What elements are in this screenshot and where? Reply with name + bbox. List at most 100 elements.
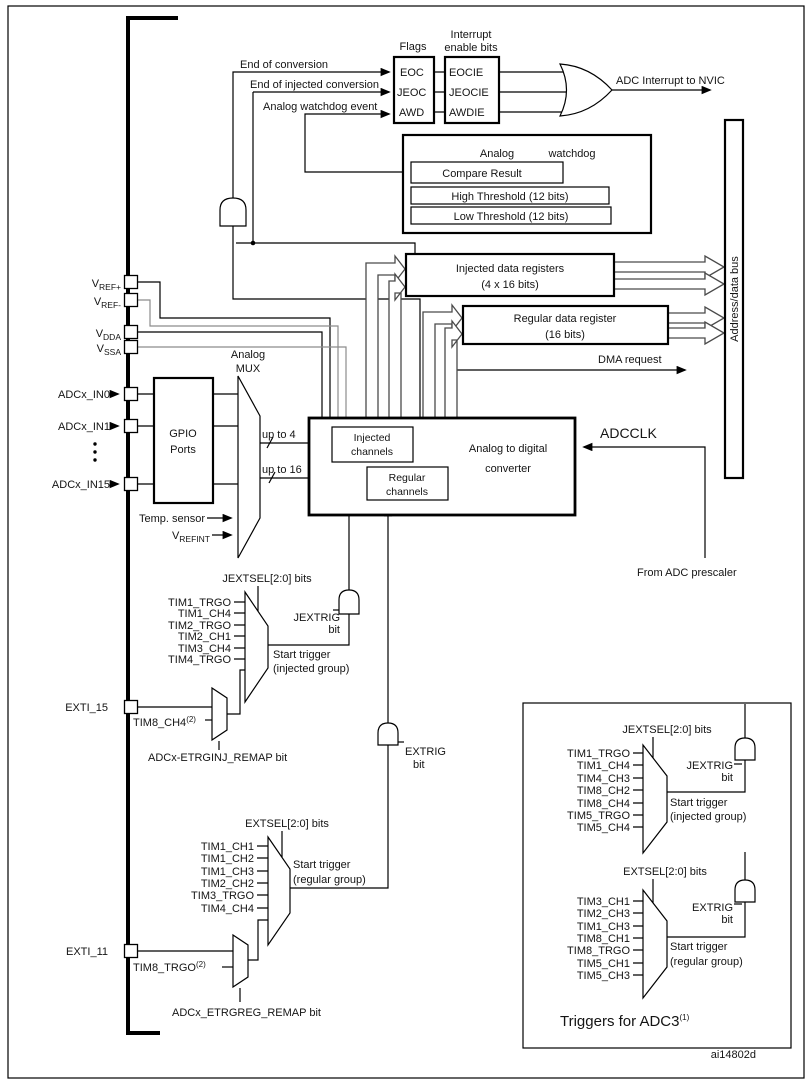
adc3-jextrig-label: JEXTRIG [687, 760, 733, 772]
address-data-bus-label: Address/data bus [729, 256, 741, 342]
watchdog-title-1: Analog [480, 148, 514, 160]
adc3-injected-mux-shape [642, 743, 668, 855]
pins [93, 274, 139, 959]
enable-title-2: enable bits [444, 42, 498, 54]
pin-exti15 [123, 699, 139, 715]
flag-jeoc: JEOC [397, 87, 426, 99]
adc3-reg-input-2: TIM1_CH3 [577, 921, 630, 933]
enable-jeocie: JEOCIE [449, 87, 489, 99]
inj-input-3: TIM2_CH1 [178, 631, 231, 643]
etrgreg-remap-label: ADCx_ETRGREG_REMAP bit [172, 1007, 321, 1019]
figure-border [7, 5, 805, 1079]
bus-arrows [365, 254, 726, 419]
adc3-extsel-label: EXTSEL[2:0] bits [623, 866, 707, 878]
adc3-inj-input-5: TIM5_TRGO [567, 810, 630, 822]
injected-channels-label-1: Injected [354, 432, 391, 444]
exti15-label: EXTI_15 [65, 702, 108, 714]
tim8-ch4-label: TIM8_CH4(2) [133, 715, 196, 729]
analog-mux-label-1: Analog [231, 349, 265, 361]
analog-mux-shape [237, 375, 261, 559]
high-threshold-label: High Threshold (12 bits) [451, 191, 568, 203]
injected-data-registers-box [404, 252, 616, 298]
inj-input-4: TIM3_CH4 [178, 643, 231, 655]
enable-title-1: Interrupt [451, 29, 492, 41]
adc3-inj-input-6: TIM5_CH4 [577, 822, 630, 834]
arrow-regular-reg-to-bus-1 [667, 305, 726, 331]
injected-remap-mux-shape [211, 686, 228, 742]
adc3-reg-input-5: TIM5_CH1 [577, 958, 630, 970]
wire-vrefp [137, 281, 331, 418]
jextrig-and-gate-icon [338, 589, 360, 615]
analog-mux-label-2: MUX [236, 363, 261, 375]
reg-start-label-1: Start trigger [293, 859, 351, 871]
enable-eocie: EOCIE [449, 67, 483, 79]
wire-vssa [137, 346, 347, 418]
wire-adc3-injected-start [667, 760, 746, 793]
eoc-or-gate-icon [219, 197, 247, 227]
regular-channels-box [366, 466, 449, 501]
reg-start-label-2: (regular group) [293, 874, 366, 886]
wire-adcclk [582, 442, 706, 558]
tim8-trgo-label: TIM8_TRGO(2) [133, 960, 206, 974]
wire-analog-watchdog-event [304, 109, 411, 173]
temp-sensor-label: Temp. sensor [139, 513, 205, 525]
adc3-reg-input-1: TIM2_CH3 [577, 908, 630, 920]
adc3-caption: Triggers for ADC3(1) [560, 1013, 690, 1030]
junction-dot [250, 240, 256, 246]
ellipsis-dot [93, 450, 97, 454]
wire-regular-remap-out [248, 919, 268, 961]
adcclk-label: ADCCLK [600, 425, 657, 441]
arrow-injected-reg-to-bus-2 [613, 271, 726, 297]
reg-input-3: TIM2_CH2 [201, 878, 254, 890]
regular-data-register-box [461, 304, 670, 346]
adcx-in0-label: ADCx_IN0 [58, 389, 110, 401]
jextrig-label: JEXTRIG [294, 612, 340, 624]
pin-vrefm [123, 292, 139, 308]
or-gate-icon [558, 63, 613, 117]
flag-eoc: EOC [400, 67, 424, 79]
injected-reg-label-1: Injected data registers [456, 263, 565, 275]
injected-trigger-mux-shape [244, 590, 269, 704]
event-awd-label: Analog watchdog event [263, 101, 377, 113]
flag-awd: AWD [399, 107, 424, 119]
pin-vrefp [123, 274, 139, 290]
slash-up-to-16 [268, 471, 276, 484]
adc3-extrig-label: EXTRIG [692, 902, 733, 914]
jextsel-label: JEXTSEL[2:0] bits [222, 573, 312, 585]
wire-enables-to-or-gate [499, 71, 568, 113]
flags-title: Flags [400, 41, 427, 53]
up-to-4-label: up to 4 [262, 429, 296, 441]
inj-input-0: TIM1_TRGO [168, 597, 231, 609]
gpio-label-1: GPIO [169, 428, 197, 440]
address-data-bus-box [723, 118, 745, 480]
adc3-triggers [522, 702, 792, 1049]
vssa-label: VSSA [97, 343, 122, 357]
adc3-reg-input-0: TIM3_CH1 [577, 896, 630, 908]
regular-channels-label-2: channels [386, 486, 428, 498]
wire-regular-mux-inputs [257, 845, 268, 909]
reg-input-2: TIM1_CH3 [201, 866, 254, 878]
inj-input-2: TIM2_TRGO [168, 620, 231, 632]
ellipsis-dot [93, 442, 97, 446]
compare-result-label: Compare Result [442, 168, 521, 180]
flags-box [392, 55, 436, 125]
inj-start-label-2: (injected group) [273, 663, 349, 675]
exti11-label: EXTI_11 [66, 946, 108, 958]
figure-id: ai14802d [711, 1049, 756, 1061]
adc3-jextrig-gate-icon [734, 737, 756, 761]
injected-reg-label-2: (4 x 16 bits) [481, 279, 538, 291]
wire-adc3-injected-inputs [633, 752, 643, 828]
wire-adc3-regular-start [667, 902, 746, 938]
enable-awdie: AWDIE [449, 107, 485, 119]
interrupt-enable-box [443, 55, 501, 125]
pin-adcx-in15 [123, 476, 139, 492]
etrginj-remap-label: ADCx-ETRGINJ_REMAP bit [148, 752, 287, 764]
arrow-injected-reg-to-bus-1 [613, 254, 726, 280]
regular-channels-label-1: Regular [389, 472, 426, 484]
wire-injected-mux-inputs [234, 601, 245, 660]
reg-input-0: TIM1_CH1 [201, 841, 254, 853]
up-to-16-label: up to 16 [262, 464, 302, 476]
device-boundary-line [126, 16, 178, 1035]
arrow-converter-to-regular-reg-1 [422, 303, 463, 419]
